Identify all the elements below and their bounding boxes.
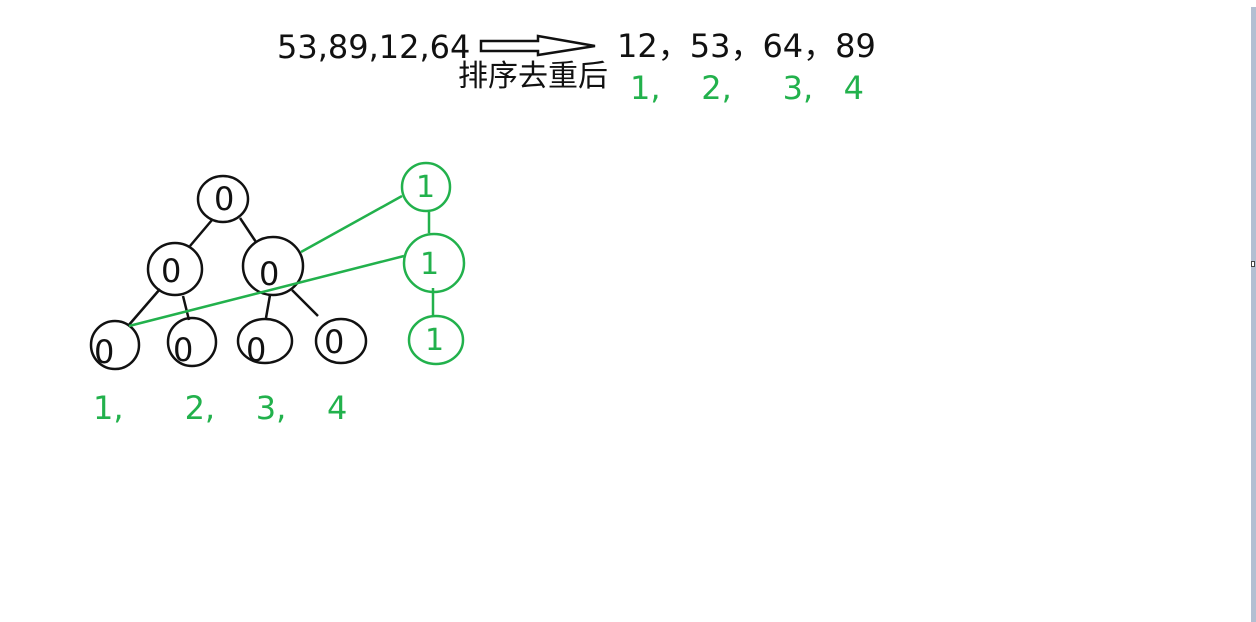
leaf-4-value: 0 <box>324 323 345 361</box>
sorted-ranks: 1, 2, 3, 4 <box>630 69 865 107</box>
original-sequence: 53,89,12,64 <box>277 28 471 66</box>
canvas-resize-handle[interactable] <box>1251 261 1255 267</box>
new-node-1-value: 1 <box>416 170 436 205</box>
arrow-label: 排序去重后 <box>458 59 608 94</box>
leaf-3-value: 0 <box>246 331 267 369</box>
leaf-2-value: 0 <box>173 331 194 369</box>
leaf-ranks: 1, 2, 3, 4 <box>93 389 348 427</box>
canvas-frame-border <box>1251 7 1256 622</box>
node-l-value: 0 <box>161 252 182 290</box>
new-node-3-value: 1 <box>425 323 445 358</box>
leaf-1-value: 0 <box>94 333 115 371</box>
arrow-icon <box>479 34 596 57</box>
tree-nodes <box>89 174 368 371</box>
new-tree-nodes <box>400 161 466 366</box>
node-r-value: 0 <box>259 255 280 293</box>
tree-edges <box>127 217 319 327</box>
node-root-value: 0 <box>214 180 235 218</box>
sorted-values: 12，53，64，89 <box>617 27 876 65</box>
new-node-2-value: 1 <box>420 247 440 282</box>
